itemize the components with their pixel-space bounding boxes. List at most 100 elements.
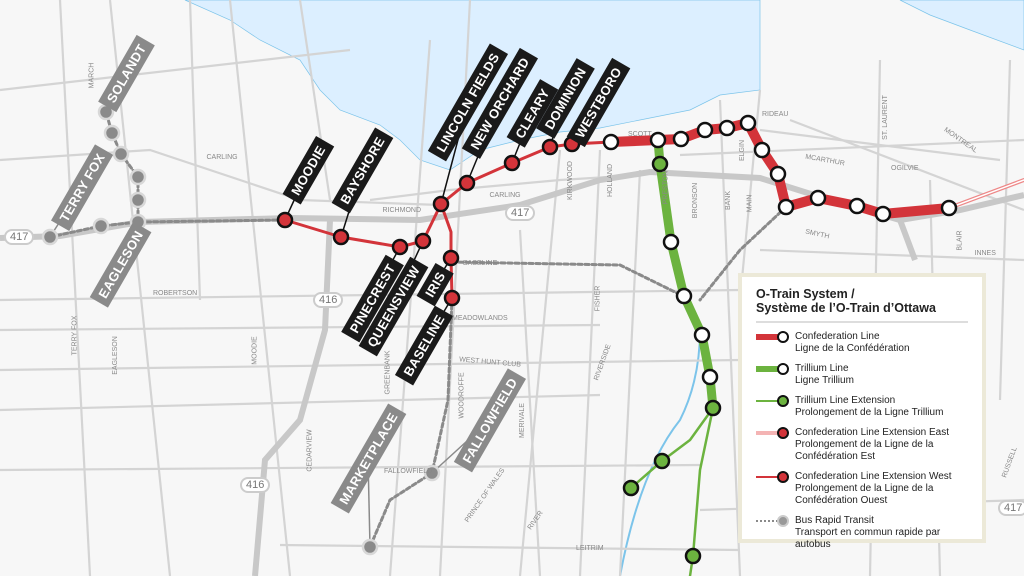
brt-station-icon[interactable] — [423, 464, 441, 482]
station-icon[interactable] — [809, 189, 827, 207]
station-icon[interactable] — [874, 205, 892, 223]
station-icon[interactable] — [718, 119, 736, 137]
trillium-extension-branch — [629, 406, 715, 490]
street — [0, 323, 601, 332]
station-icon[interactable] — [651, 155, 669, 173]
station-icon[interactable] — [684, 547, 702, 565]
highway-416-shield: 416 — [240, 477, 271, 493]
bus-rapid-transit-line — [698, 205, 788, 302]
legend: O-Train System /Système de l’O-Train d’O… — [738, 273, 986, 550]
station-icon[interactable] — [541, 138, 559, 156]
station-icon[interactable] — [701, 368, 719, 386]
brt-station-icon[interactable] — [129, 191, 147, 209]
street — [759, 248, 1024, 262]
station-icon[interactable] — [769, 165, 787, 183]
street — [228, 0, 292, 576]
street — [388, 39, 432, 576]
road-label: MARCH — [88, 62, 96, 88]
legend-label: Confederation Line Extension East — [795, 427, 949, 438]
street — [998, 59, 1012, 401]
road-label: OGILVIE — [891, 164, 919, 172]
station-icon[interactable] — [777, 198, 795, 216]
legend-label-fr: Prolongement de la Ligne Trillium — [795, 407, 944, 418]
road-label: CARLING — [206, 153, 238, 161]
bus-rapid-transit-line — [450, 260, 685, 298]
legend-label: Confederation Line Extension West — [795, 471, 952, 482]
street — [578, 149, 602, 576]
station-icon[interactable] — [739, 114, 757, 132]
road-label: LEITRIM — [576, 544, 604, 552]
legend-title: O-Train System / — [756, 287, 855, 301]
legend-label: Confederation Line — [795, 331, 880, 342]
legend-label: Trillium Line — [795, 363, 849, 374]
legend-label: Trillium Line Extension — [795, 395, 896, 406]
station-icon[interactable] — [443, 289, 461, 307]
street — [679, 138, 1024, 157]
legend-label-fr: Ligne de la Confédération — [795, 343, 910, 354]
street — [518, 149, 562, 576]
street — [0, 48, 351, 92]
road-label: BLAIR — [956, 229, 964, 251]
street — [618, 169, 642, 576]
road-label: MERIVALE — [518, 402, 526, 438]
road-label: ST. LAURENT — [881, 94, 889, 140]
road-label: PRESTON — [662, 170, 670, 204]
road-label: INNES — [974, 249, 996, 257]
station-icon[interactable] — [940, 199, 958, 217]
station-icon[interactable] — [602, 133, 620, 151]
road-label: SCOTT — [628, 130, 652, 138]
road-label: WOODROFFE — [458, 371, 466, 419]
road-label: FALLOWFIELD — [384, 467, 433, 475]
station-icon[interactable] — [391, 238, 409, 256]
station-icon[interactable] — [653, 452, 671, 470]
brt-station-icon[interactable] — [112, 145, 130, 163]
brt-station-icon[interactable] — [129, 168, 147, 186]
highway-416-shield: 416 — [313, 292, 344, 308]
road-label: MAIN — [746, 194, 754, 212]
street — [738, 89, 762, 301]
confederation-extension-east-inner — [948, 179, 1024, 209]
station-icon[interactable] — [622, 479, 640, 497]
station-icon[interactable] — [693, 326, 711, 344]
legend-label-fr: Prolongement de la Ligne de la Confédéra… — [795, 483, 934, 506]
road-label: CEDARVIEW — [306, 428, 314, 472]
station-icon[interactable] — [458, 174, 476, 192]
station-icon[interactable] — [753, 141, 771, 159]
station-icon[interactable] — [503, 154, 521, 172]
road-label: TERRY FOX — [71, 315, 79, 355]
station-icon[interactable] — [675, 287, 693, 305]
street — [718, 99, 742, 576]
brt-station-icon[interactable] — [361, 538, 379, 556]
brt-station-icon[interactable] — [41, 228, 59, 246]
road-label: BANK — [724, 190, 732, 210]
street — [759, 128, 1001, 162]
station-icon[interactable] — [696, 121, 714, 139]
highway-417-shield: 417 — [998, 500, 1024, 516]
trillium-line-swatch — [756, 363, 789, 375]
station-icon[interactable] — [672, 130, 690, 148]
station-icon[interactable] — [442, 249, 460, 267]
station-icon[interactable] — [704, 399, 722, 417]
brt-station-icon[interactable] — [92, 217, 110, 235]
station-icon[interactable] — [414, 232, 432, 250]
confederation-extension-west-branch — [439, 202, 454, 300]
road-label: HOLLAND — [606, 163, 614, 197]
bus-rapid-transit-line — [48, 218, 287, 239]
highway-417-shield: 417 — [4, 229, 35, 245]
legend-label: Bus Rapid Transit — [795, 515, 874, 526]
brt-swatch — [756, 515, 789, 527]
station-icon[interactable] — [332, 228, 350, 246]
street — [188, 0, 202, 301]
road-label: MEADOWLANDS — [452, 314, 508, 322]
brt-station-icon[interactable] — [103, 124, 121, 142]
station-icon[interactable] — [649, 131, 667, 149]
station-icon[interactable] — [276, 211, 294, 229]
station-icon[interactable] — [848, 197, 866, 215]
confederation-west-swatch — [756, 471, 789, 483]
station-icon[interactable] — [662, 233, 680, 251]
road-label: RIDEAU — [762, 110, 789, 118]
road-label: BRONSON — [691, 182, 699, 218]
station-icon[interactable] — [432, 195, 450, 213]
